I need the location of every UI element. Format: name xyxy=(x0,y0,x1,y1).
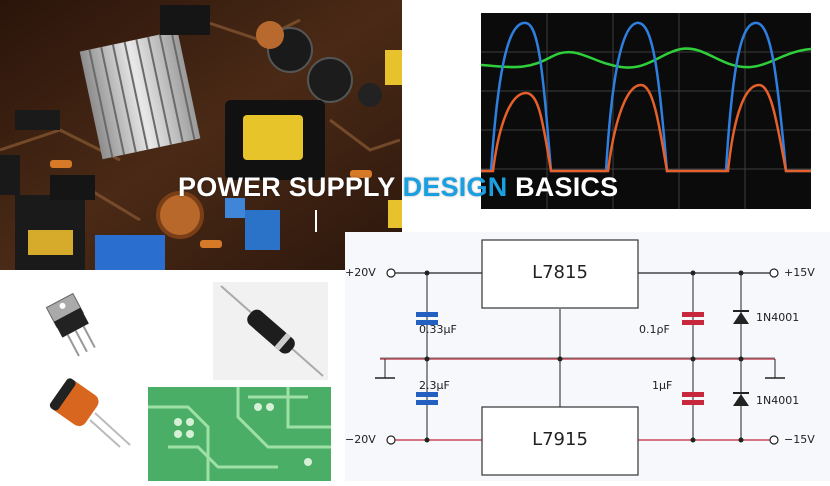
pcb-photo xyxy=(0,0,402,270)
title-accent: DESIGN xyxy=(402,172,508,202)
electrolytic-capacitor xyxy=(40,375,135,450)
output-negative-label: −15V xyxy=(784,433,815,446)
title-part-1: POWER SUPPLY xyxy=(178,172,403,202)
input-negative-label: −20V xyxy=(345,433,376,446)
pcb-illustration xyxy=(0,0,402,270)
axial-diode xyxy=(213,282,328,380)
scope-waveform xyxy=(480,13,812,209)
regulator-top-label: L7815 xyxy=(532,262,588,283)
cap-in-top-label: 0.33μF xyxy=(419,323,457,336)
input-positive-label: +20V xyxy=(345,266,376,279)
title-part-2: BASICS xyxy=(507,172,619,202)
cap-out-top xyxy=(682,312,704,325)
to220-regulator xyxy=(35,288,115,358)
cap-in-bottom-label: 2.3μF xyxy=(419,379,450,392)
diode-bottom xyxy=(733,392,749,406)
orange-trace xyxy=(481,83,811,173)
schematic-wires xyxy=(375,239,785,476)
cap-out-bottom xyxy=(682,392,704,405)
cap-out-top-label: 0.1ρF xyxy=(639,323,670,336)
oscilloscope-display xyxy=(480,13,812,209)
cap-out-bottom-label: 1μF xyxy=(652,379,673,392)
diode-top-label: 1N4001 xyxy=(756,311,800,324)
output-positive-label: +15V xyxy=(784,266,815,279)
green-trace xyxy=(480,47,812,69)
heatsink xyxy=(79,30,201,160)
text-cursor xyxy=(315,210,317,232)
page-title: POWER SUPPLY DESIGN BASICS xyxy=(178,172,638,208)
green-pcb-traces xyxy=(148,387,331,481)
schematic-diagram: +20V −20V +15V −15V L7815 L7915 0.33μF 2… xyxy=(345,232,830,481)
cap-in-bottom xyxy=(416,392,438,405)
diode-top xyxy=(733,310,749,324)
cap-in-top xyxy=(416,312,438,325)
diode-bottom-label: 1N4001 xyxy=(756,394,800,407)
regulator-bottom-label: L7915 xyxy=(532,429,588,450)
blue-trace xyxy=(481,21,811,173)
